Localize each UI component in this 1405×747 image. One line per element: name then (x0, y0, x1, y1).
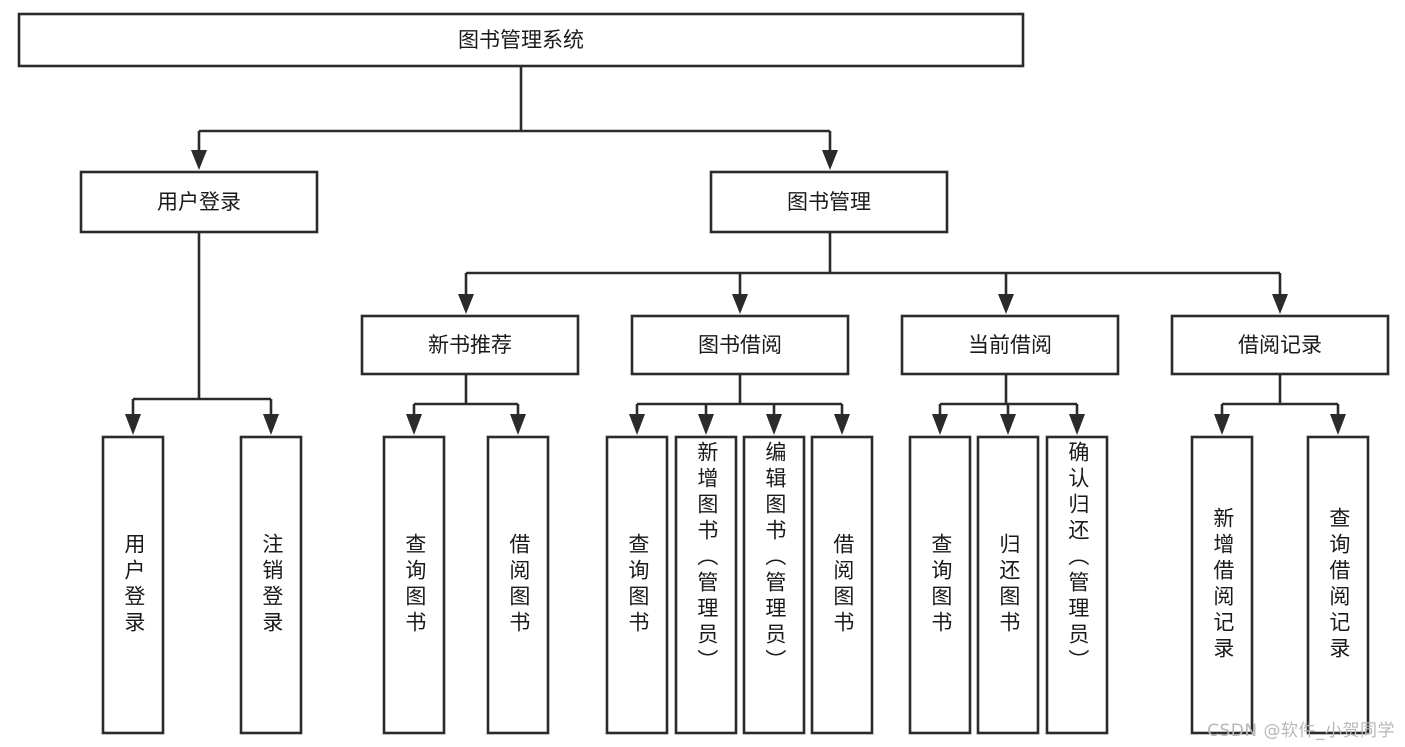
arrow-bb-leaf-1 (629, 414, 645, 435)
arrow-cb-leaf-1 (932, 414, 948, 435)
leaf-box-borrow-record-2[interactable] (1306, 435, 1370, 735)
arrow-bb-leaf-4 (834, 414, 850, 435)
leaf-box-current-borrow-3[interactable] (1045, 435, 1109, 735)
connector-group-current-borrow (932, 374, 1085, 435)
node-user-login-box[interactable] (79, 170, 319, 234)
arrow-br-leaf-2 (1330, 414, 1346, 435)
arrow-nb-leaf-2 (510, 414, 526, 435)
node-root-box[interactable] (17, 12, 1025, 68)
arrow-root-to-user-login (191, 150, 207, 170)
connector-group-new-book (406, 374, 526, 435)
arrow-cb-leaf-3 (1069, 414, 1085, 435)
arrow-bm-to-new-book (458, 294, 474, 314)
connector-group-root (191, 66, 838, 170)
watermark-text: CSDN @软件_小贺同学 (1207, 721, 1395, 741)
connector-group-user-login (125, 232, 279, 435)
arrow-user-login-leaf-1 (125, 414, 141, 435)
node-borrow-record-label: 借阅记录 (1238, 333, 1322, 357)
arrow-bm-to-book-borrow (732, 294, 748, 314)
node-user-login-label: 用户登录 (157, 190, 241, 214)
leaf-box-borrow-record-1[interactable] (1190, 435, 1254, 735)
leaf-box-user-login-2[interactable] (239, 435, 303, 735)
leaf-box-user-login-1[interactable] (101, 435, 165, 735)
arrow-br-leaf-1 (1214, 414, 1230, 435)
arrow-nb-leaf-1 (406, 414, 422, 435)
arrow-bm-to-current-borrow (998, 294, 1014, 314)
arrow-root-to-book-manage (822, 150, 838, 170)
node-new-book-recommend-label: 新书推荐 (428, 333, 512, 357)
arrow-cb-leaf-2 (1000, 414, 1016, 435)
leaf-box-book-borrow-1[interactable] (605, 435, 669, 735)
node-borrow-record-box[interactable] (1170, 314, 1390, 376)
node-book-borrow-label: 图书借阅 (698, 333, 782, 357)
arrow-bb-leaf-2 (698, 414, 714, 435)
node-new-book-recommend-box[interactable] (360, 314, 580, 376)
node-current-borrow-box[interactable] (900, 314, 1120, 376)
leaf-box-new-book-1[interactable] (382, 435, 446, 735)
node-current-borrow-label: 当前借阅 (968, 333, 1052, 357)
leaf-box-new-book-2[interactable] (486, 435, 550, 735)
node-book-borrow-box[interactable] (630, 314, 850, 376)
arrow-bb-leaf-3 (766, 414, 782, 435)
node-root-label: 图书管理系统 (458, 28, 584, 52)
leaf-box-book-borrow-3[interactable] (742, 435, 806, 735)
connector-group-borrow-record (1214, 374, 1346, 435)
arrow-user-login-leaf-2 (263, 414, 279, 435)
connector-group-book-borrow (629, 374, 850, 435)
node-book-manage-box[interactable] (709, 170, 949, 234)
leaf-box-book-borrow-4[interactable] (810, 435, 874, 735)
leaf-box-book-borrow-2[interactable] (674, 435, 738, 735)
arrow-bm-to-borrow-record (1272, 294, 1288, 314)
leaf-box-current-borrow-1[interactable] (908, 435, 972, 735)
connector-group-book-manage (458, 232, 1288, 314)
node-book-manage-label: 图书管理 (787, 190, 871, 214)
leaf-box-current-borrow-2[interactable] (976, 435, 1040, 735)
